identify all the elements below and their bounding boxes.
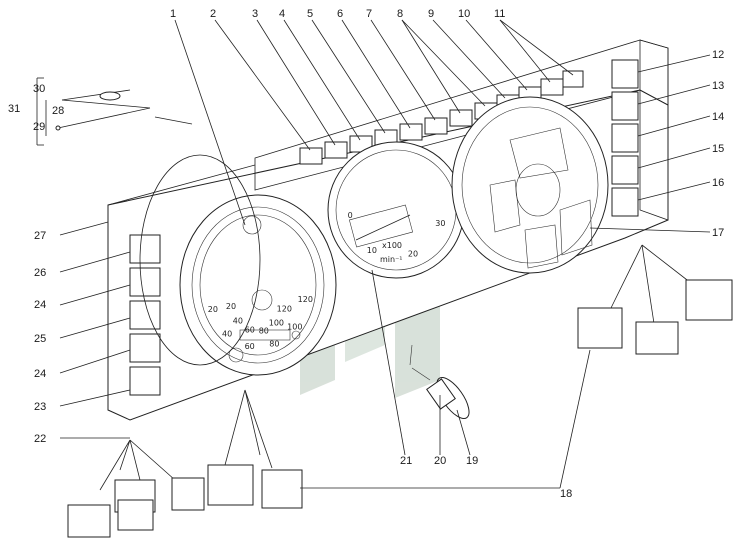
switch-25: [129, 300, 161, 330]
callout-31: 31: [8, 103, 20, 115]
callout-15: 15: [712, 143, 724, 155]
small-harness: [36, 77, 193, 146]
tachometer-unit-bottom: min⁻¹: [380, 255, 403, 264]
speedometer-outer-label-1: 40: [222, 329, 232, 338]
callout-27: 27: [34, 230, 46, 242]
callout-22: 22: [34, 433, 46, 445]
callout-1: 1: [170, 8, 176, 20]
switch-24a: [129, 267, 161, 297]
speedometer-outer-label-4: 100: [287, 322, 302, 331]
switch-6: [399, 123, 423, 141]
callout-9: 9: [428, 8, 434, 20]
speedometer-inner-label-0: 20: [226, 302, 236, 311]
switch-26: [129, 234, 161, 264]
callout-19: 19: [466, 455, 478, 467]
switch-12: [611, 59, 639, 89]
callout-11: 11: [494, 8, 505, 20]
connector-bundle-right: [577, 244, 733, 355]
switch-24b: [129, 333, 161, 363]
speedometer-outer-label-3: 80: [269, 340, 279, 349]
speedometer-inner-label-4: 100: [269, 319, 284, 328]
sensor: [409, 344, 470, 419]
callout-23: 23: [34, 401, 46, 413]
switch-11a: [540, 78, 564, 96]
callout-13: 13: [712, 80, 724, 92]
tachometer-label-1: 10: [367, 246, 377, 255]
right-switch-column: [611, 59, 639, 217]
switch-8: [449, 109, 473, 127]
leader-lines: [59, 19, 711, 489]
callout-29: 29: [33, 121, 45, 133]
callout-25: 25: [34, 333, 46, 345]
left-switch-column: [129, 234, 161, 396]
callout-5: 5: [307, 8, 313, 20]
callout-30: 30: [33, 83, 45, 95]
callout-17: 17: [712, 227, 724, 239]
callout-2: 2: [210, 8, 216, 20]
callout-18: 18: [560, 488, 572, 500]
callout-14: 14: [712, 111, 724, 123]
speedometer-outer-label-5: 120: [298, 295, 313, 304]
tachometer-label-3: 30: [435, 219, 445, 228]
callout-24a: 24: [34, 299, 46, 311]
speedometer-inner-label-5: 120: [277, 305, 292, 314]
tachometer-label-0: 0: [348, 211, 353, 220]
speedometer-inner-label-3: 80: [259, 326, 269, 335]
combination-gauge: [451, 96, 609, 274]
switch-3: [324, 141, 348, 159]
speedometer-housing: [139, 154, 261, 366]
callout-24b: 24: [34, 368, 46, 380]
speedometer-outer-label-2: 60: [245, 342, 255, 351]
callout-21: 21: [400, 455, 412, 467]
connector-bundle-left: [67, 389, 303, 538]
callout-28: 28: [52, 105, 64, 117]
tachometer-unit-top: x100: [382, 241, 402, 250]
switch-16: [611, 187, 639, 217]
callout-12: 12: [712, 49, 724, 61]
switch-14: [611, 123, 639, 153]
speedometer-inner-label-2: 60: [245, 326, 255, 335]
switch-11b: [562, 70, 584, 88]
callout-26: 26: [34, 267, 46, 279]
callout-10: 10: [458, 8, 470, 20]
tachometer-label-2: 20: [408, 250, 418, 259]
callout-4: 4: [279, 8, 285, 20]
callout-16: 16: [712, 177, 724, 189]
switch-2: [299, 147, 323, 165]
switch-23: [129, 366, 161, 396]
speedometer-outer-label-0: 20: [208, 305, 218, 314]
callout-20: 20: [434, 455, 446, 467]
callout-labels: 1 2 3 4 5 6 7 8 9 10 11 12 13 14 15 16 1…: [8, 8, 724, 500]
tachometer: 0 10 20 30 x100 min⁻¹: [327, 141, 465, 279]
callout-3: 3: [252, 8, 258, 20]
speedometer-inner-label-1: 40: [233, 317, 243, 326]
callout-7: 7: [366, 8, 372, 20]
switch-15: [611, 155, 639, 185]
callout-6: 6: [337, 8, 343, 20]
switch-7: [424, 117, 448, 135]
callout-8: 8: [397, 8, 403, 20]
switch-13: [611, 91, 639, 121]
